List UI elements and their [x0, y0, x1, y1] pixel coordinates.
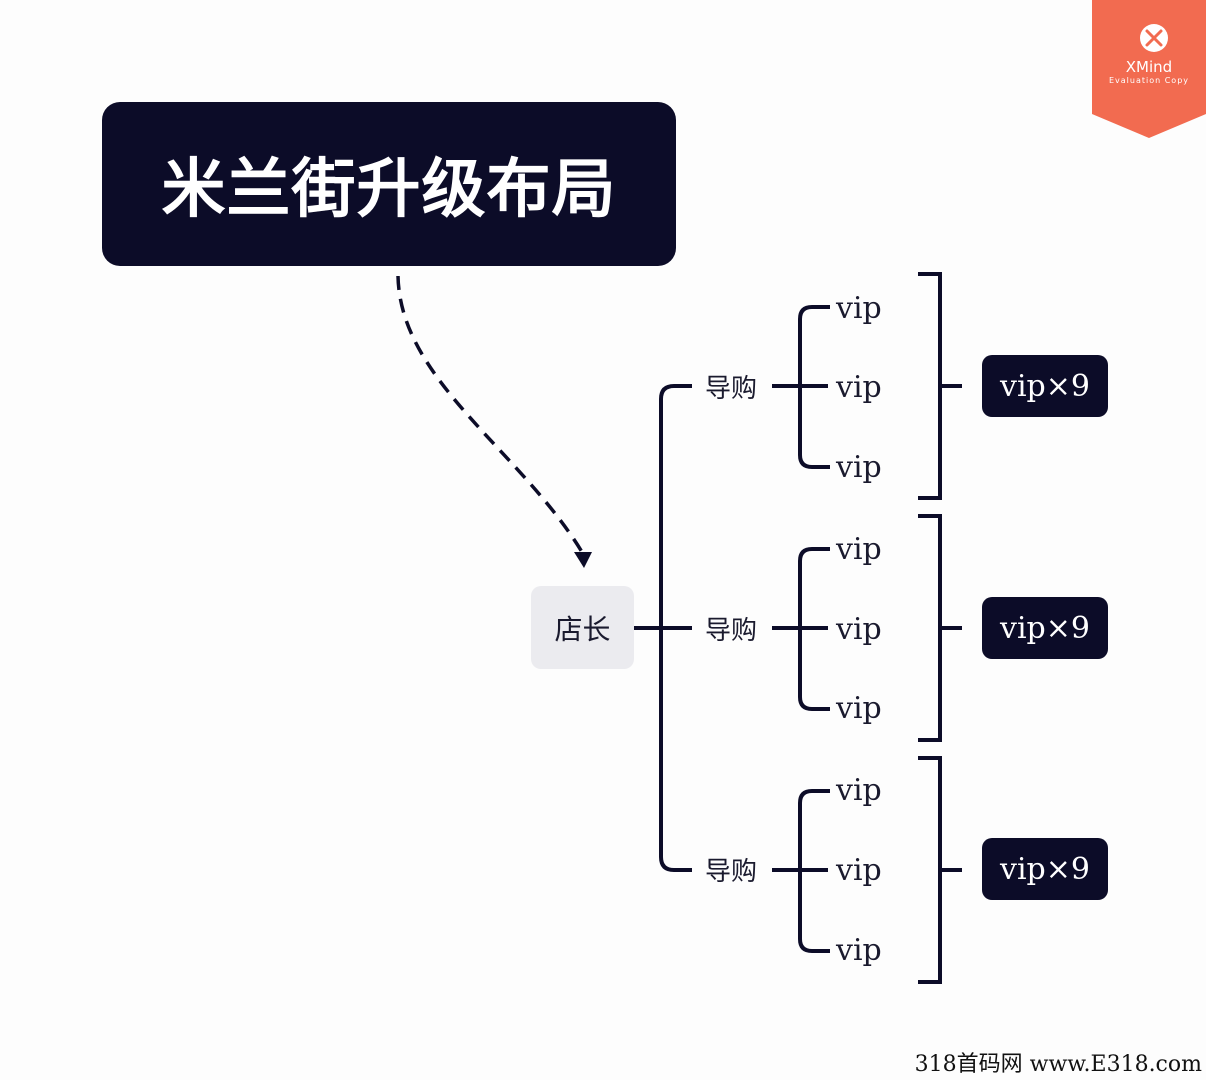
- child-bracket: [798, 305, 830, 469]
- xmind-evaluation-badge: [1092, 0, 1206, 138]
- child-bracket: [798, 547, 830, 711]
- subtopic-vip[interactable]: vip: [836, 449, 882, 485]
- subtopic-vip[interactable]: vip: [836, 932, 882, 968]
- summary-topic[interactable]: vip×9: [982, 597, 1108, 659]
- subtopic-vip[interactable]: vip: [836, 369, 882, 405]
- central-topic-title[interactable]: 米兰街升级布局: [102, 102, 676, 266]
- relationship-dashed-arrow: [396, 275, 584, 553]
- subtopic-vip[interactable]: vip: [836, 852, 882, 888]
- badge-brand-text: XMind: [1125, 58, 1173, 76]
- branch-topic-guide[interactable]: 导购: [692, 849, 770, 889]
- subtopic-vip[interactable]: vip: [836, 772, 882, 808]
- subtopic-vip[interactable]: vip: [836, 290, 882, 326]
- main-trunk: [659, 384, 692, 872]
- badge-note-text: Evaluation Copy: [1108, 76, 1190, 85]
- summary-bracket: [918, 514, 942, 742]
- subtopic-vip[interactable]: vip: [836, 531, 882, 567]
- summary-bracket: [918, 756, 942, 984]
- subtopic-vip[interactable]: vip: [836, 611, 882, 647]
- summary-bracket: [918, 272, 942, 500]
- site-watermark: 318首码网 www.E318.com: [914, 1052, 1202, 1077]
- branch-topic-guide[interactable]: 导购: [692, 366, 770, 406]
- arrowhead-icon: [574, 552, 592, 568]
- branch-topic-guide[interactable]: 导购: [692, 608, 770, 648]
- subtopic-vip[interactable]: vip: [836, 690, 882, 726]
- root-topic-store-manager[interactable]: 店长: [531, 586, 634, 669]
- summary-topic[interactable]: vip×9: [982, 838, 1108, 900]
- summary-topic[interactable]: vip×9: [982, 355, 1108, 417]
- child-bracket: [798, 789, 830, 953]
